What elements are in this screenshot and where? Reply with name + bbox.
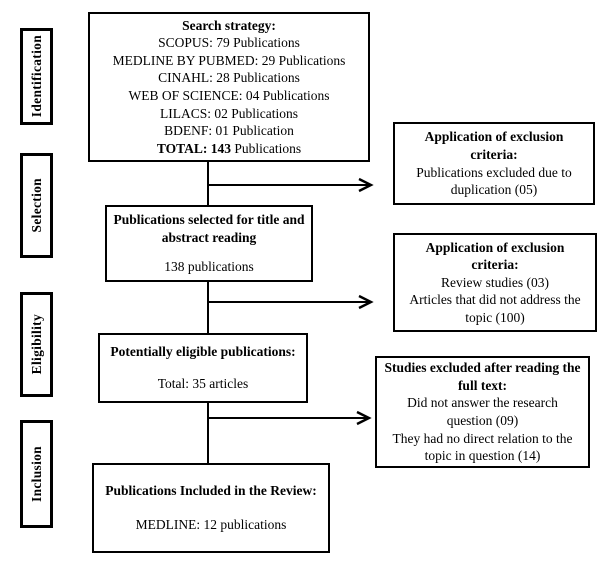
search-strategy-title: Search strategy: [182,17,276,33]
exclusion-duplication-line: Publications excluded due to duplication… [416,164,572,198]
search-strategy-total: TOTAL: 143 Publications [157,140,301,158]
exclusion-fulltext-line: Did not answer the research question (09… [407,395,558,428]
exclusion-box-review: Application of exclusion criteria: Revie… [393,233,597,332]
title-abstract-title: Publications selected for title and abst… [113,212,305,245]
title-abstract-count: 138 publications [164,259,254,275]
stage-box-eligibility: Eligibility [20,292,53,397]
eligible-box: Potentially eligible publications: Total… [98,333,308,403]
stage-label-selection: Selection [28,178,44,233]
arrow-to-exclusion-duplication [208,177,374,193]
exclusion-fulltext-title: Studies excluded after reading the full … [384,360,581,393]
search-strategy-line: SCOPUS: 79 Publications [158,35,300,51]
exclusion-review-line: Review studies (03) [441,274,549,290]
search-strategy-total-bold: TOTAL: 143 [156,140,231,156]
search-strategy-lines: SCOPUS: 79 Publications MEDLINE BY PUBME… [113,34,346,139]
stage-label-identification: Identification [28,35,44,118]
stage-box-inclusion: Inclusion [20,420,53,528]
search-strategy-line: CINAHL: 28 Publications [158,70,300,86]
exclusion-review-line: Articles that did not address the topic … [409,292,581,325]
stage-label-inclusion: Inclusion [28,446,44,502]
eligible-title: Potentially eligible publications: [110,344,296,360]
title-abstract-box: Publications selected for title and abst… [105,205,313,282]
stage-box-selection: Selection [20,153,53,258]
search-strategy-line: LILACS: 02 Publications [160,105,298,121]
arrow-to-exclusion-review [208,294,374,310]
stage-label-eligibility: Eligibility [28,314,44,375]
stage-box-identification: Identification [20,28,53,125]
search-strategy-total-rest: Publications [231,140,302,156]
exclusion-box-duplication: Application of exclusion criteria: Publi… [393,122,595,205]
search-strategy-line: BDENF: 01 Publication [164,123,294,139]
eligible-count: Total: 35 articles [157,376,249,391]
included-box: Publications Included in the Review: MED… [92,463,330,553]
exclusion-box-fulltext: Studies excluded after reading the full … [375,356,590,468]
search-strategy-line: MEDLINE BY PUBMED: 29 Publications [112,52,346,68]
exclusion-review-title: Application of exclusion criteria: [425,239,565,273]
search-strategy-line: WEB OF SCIENCE: 04 Publications [128,88,330,103]
arrow-to-exclusion-fulltext [208,410,372,426]
connector-eligible-to-included [207,403,209,463]
connector-selected-to-eligible [207,282,209,333]
search-strategy-box: Search strategy: SCOPUS: 79 Publications… [88,12,370,162]
included-title: Publications Included in the Review: [105,483,317,499]
exclusion-duplication-title: Application of exclusion criteria: [424,129,564,162]
connector-search-to-selected [207,162,209,205]
included-count: MEDLINE: 12 publications [135,517,287,532]
exclusion-fulltext-line: They had no direct relation to the topic… [392,430,573,464]
